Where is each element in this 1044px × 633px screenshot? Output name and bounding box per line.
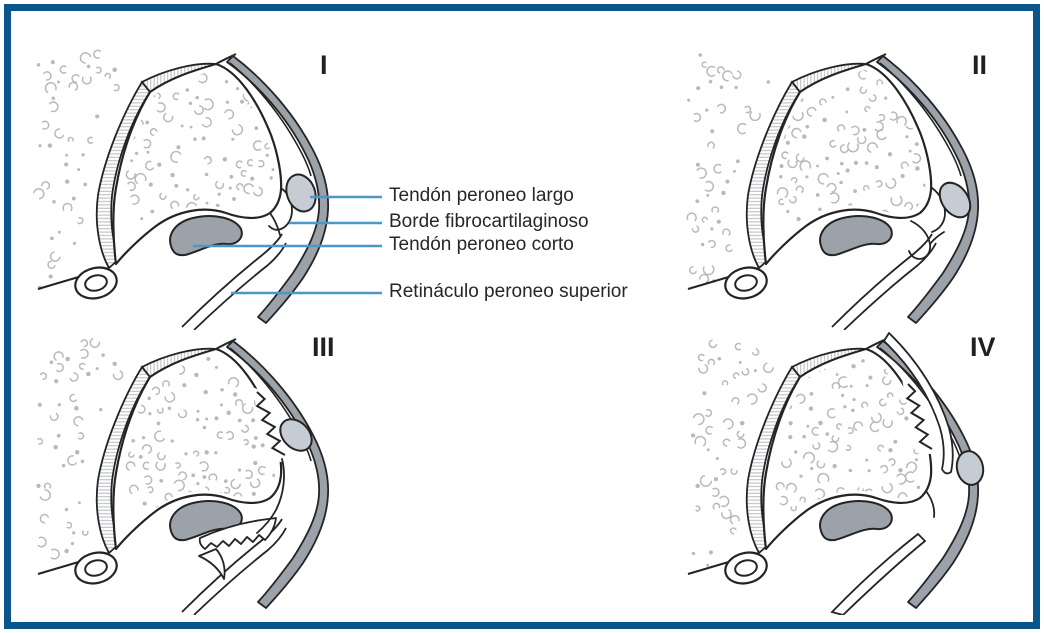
panel-illustration-III xyxy=(35,337,329,615)
peroneus-longus-tendon xyxy=(955,450,985,486)
stipple-texture xyxy=(35,337,124,560)
stipple-texture xyxy=(686,53,771,284)
avulsed-flap xyxy=(198,548,226,580)
peroneus-longus-tendon xyxy=(285,173,317,213)
annotation-tendon-peroneo-largo: Tendón peroneo largo xyxy=(389,185,574,206)
fibula-bone xyxy=(112,62,283,266)
peroneus-brevis-tendon xyxy=(819,500,893,542)
fibrocartilaginous-rim-line xyxy=(925,490,936,518)
tear-zigzag xyxy=(905,383,933,450)
fascia-line xyxy=(215,338,237,350)
fibrocartilaginous-rim-line xyxy=(929,231,945,245)
annotation-borde-fibrocartilaginoso: Borde fibrocartilaginoso xyxy=(389,211,589,232)
peroneus-brevis-tendon xyxy=(819,215,893,257)
vessel xyxy=(74,266,118,300)
fibula-bone xyxy=(762,62,933,266)
fascia-line xyxy=(215,53,237,65)
tendon-sheath-line xyxy=(229,62,312,177)
vessel xyxy=(74,551,118,585)
retinaculum-band xyxy=(226,55,329,324)
fibrocartilaginous-rim-line xyxy=(256,458,285,534)
panel-numeral-3: III xyxy=(312,332,335,362)
fibrocartilaginous-rim-line xyxy=(931,187,946,233)
panel-numeral-4: IV xyxy=(970,332,996,362)
avulsed-flap xyxy=(883,332,954,475)
fibrocartilaginous-rim-line xyxy=(908,220,932,260)
tendon-sheath-line xyxy=(879,62,962,177)
panel-illustration-II xyxy=(686,53,979,330)
torn-retinaculum-strip xyxy=(830,532,927,615)
tendon-sheath-lines xyxy=(831,233,937,330)
tendon-sheath-lines xyxy=(181,518,287,615)
annotation-retinaculo-peroneo-superior: Retináculo peroneo superior xyxy=(389,281,628,302)
fibrocartilaginous-rim-line xyxy=(269,212,281,236)
peroneus-brevis-tendon xyxy=(169,215,243,257)
panel-illustration-IV xyxy=(687,332,985,615)
vessel xyxy=(724,266,768,300)
tear-zigzag xyxy=(255,391,286,456)
vessel xyxy=(724,551,768,585)
panel-illustration-I xyxy=(33,49,329,330)
panel-numeral-2: II xyxy=(972,50,988,80)
peroneus-longus-tendon xyxy=(279,418,313,452)
peroneus-longus-tendon xyxy=(938,181,972,219)
panel-numeral-1: I xyxy=(320,50,328,80)
retinaculum-band xyxy=(876,55,979,324)
fascia-line xyxy=(865,53,887,65)
annotation-tendon-peroneo-corto: Tendón peroneo corto xyxy=(389,234,574,255)
avulsed-flap xyxy=(198,517,277,550)
tendon-sheath-lines xyxy=(181,233,287,330)
